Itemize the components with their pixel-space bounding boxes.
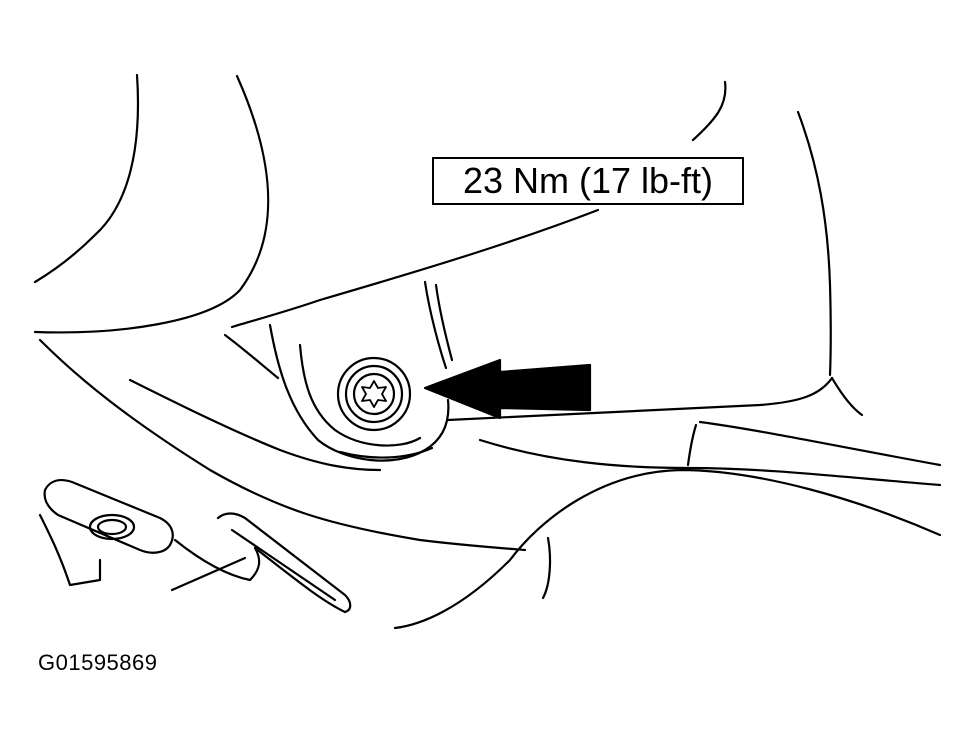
outline-lower-curve (393, 468, 942, 630)
outline-top-right-a (691, 80, 727, 142)
outline-right-sweep (446, 376, 834, 422)
outline-left-sweep-a (38, 338, 527, 552)
slotted-tab (38, 479, 261, 592)
outline-upper-left (33, 73, 140, 284)
outline-left-sweep-b (128, 378, 382, 472)
outline-lower-stub (541, 536, 552, 600)
bracket-edge (423, 280, 448, 370)
arrow-left-icon (423, 358, 592, 420)
outline-right-bottom (478, 438, 942, 487)
outline-right-lower (698, 420, 942, 467)
outline-diagonal (230, 208, 600, 329)
outline-upper-arc (33, 74, 270, 334)
bracket-inner (298, 343, 422, 447)
figure-id-label: G01595869 (38, 650, 158, 675)
bracket-outer (268, 323, 450, 462)
torx-bolt-icon (336, 356, 412, 432)
raised-rail (216, 512, 352, 614)
outline-top-right-b (796, 110, 832, 377)
outline-left-sweep-c (223, 333, 280, 380)
outline-right-corner (830, 376, 864, 417)
outline-right-stub (686, 423, 698, 467)
torque-spec-label: 23 Nm (17 lb-ft) (432, 157, 744, 205)
bracket-bottom (338, 446, 434, 459)
bracket-edge-b (434, 283, 454, 362)
